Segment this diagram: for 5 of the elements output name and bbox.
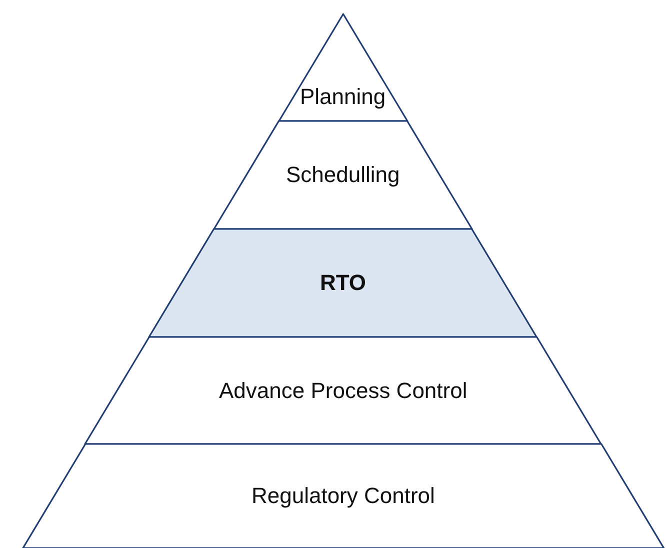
tier-label: RTO	[320, 270, 366, 296]
tier-label: Schedulling	[286, 162, 400, 188]
tier-label: Advance Process Control	[219, 378, 468, 404]
tier-label: Regulatory Control	[251, 483, 435, 509]
tier-label: Planning	[300, 84, 386, 110]
